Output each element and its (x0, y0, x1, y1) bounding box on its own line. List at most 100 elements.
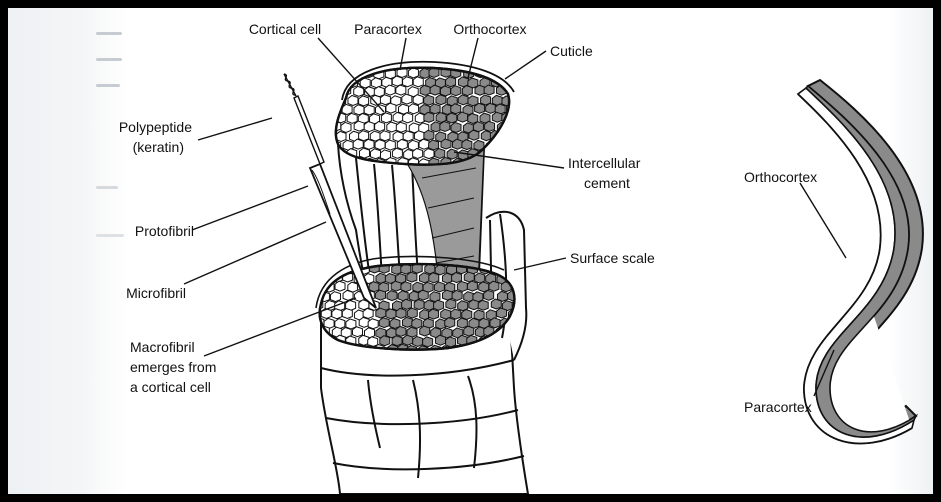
cortical-cell (371, 149, 381, 159)
cortical-cell (402, 94, 412, 104)
cortical-cell (368, 319, 378, 329)
cortical-cell (363, 308, 373, 318)
cortical-cell (501, 60, 511, 70)
label-paracortex: Paracortex (354, 21, 422, 37)
cortical-cell (385, 140, 395, 150)
label-a-cortical-cell: a cortical cell (130, 379, 211, 395)
cortical-cell (387, 291, 397, 301)
cortical-cell (501, 149, 511, 159)
cortical-cell (423, 337, 433, 347)
cortical-cell (354, 121, 364, 131)
cortical-cell (358, 60, 368, 70)
figure-canvas: Cortical cell Paracortex Orthocortex Cut… (8, 8, 933, 494)
cortical-cell (473, 122, 483, 132)
cortical-cell (462, 140, 472, 150)
cortical-cell (309, 274, 319, 284)
cortical-cell (325, 76, 335, 86)
cortical-cell (331, 67, 341, 77)
cortical-cell (380, 131, 390, 141)
cortical-cell (413, 77, 423, 87)
wool-fibre-diagram: Cortical cell Paracortex Orthocortex Cut… (8, 8, 933, 494)
cortical-cell (347, 113, 357, 123)
cortical-cell (381, 113, 391, 123)
cortical-cell (451, 104, 461, 114)
cortical-cell (492, 95, 502, 105)
cortical-cell (435, 335, 445, 345)
cortical-cell (424, 112, 434, 122)
cortical-cell (418, 290, 428, 300)
cortical-cell (380, 95, 390, 105)
cortical-cell (325, 131, 335, 141)
cortical-cell (310, 255, 320, 265)
cortical-cell (489, 281, 499, 291)
cortical-cell (376, 308, 386, 318)
cortical-cell (429, 309, 439, 319)
cortical-cell (420, 85, 430, 95)
label-cortical-cell: Cortical cell (249, 21, 321, 37)
cortical-cell (376, 290, 386, 300)
cortical-cell (501, 131, 511, 141)
label-keratin: (keratin) (133, 139, 184, 155)
cortical-cell (451, 122, 461, 132)
cortical-cell (387, 122, 397, 132)
cortical-cell (391, 281, 401, 291)
cortical-cell (424, 149, 434, 159)
cortical-cell (424, 95, 434, 105)
cortical-cell (353, 139, 363, 149)
cortical-cell (478, 300, 488, 310)
cortical-cell (430, 85, 440, 95)
cortical-cell (326, 263, 336, 273)
cortical-cell (491, 299, 501, 309)
cortical-cell (396, 308, 406, 318)
cortical-cell (309, 346, 319, 356)
cortical-cell (308, 291, 318, 301)
label-polypeptide: Polypeptide (119, 119, 192, 135)
cortical-cell (409, 104, 419, 114)
cortical-cell (420, 68, 430, 78)
cortical-cell (429, 140, 439, 150)
cortical-cell (495, 139, 505, 149)
cortical-cell (467, 281, 477, 291)
cortical-cell (469, 130, 479, 140)
cortical-cell (475, 103, 485, 113)
cortical-cell (364, 139, 374, 149)
cortical-cell (341, 122, 351, 132)
cortical-cell (462, 86, 472, 96)
cortical-cell (321, 255, 331, 265)
cortical-cell (475, 85, 485, 95)
cortical-cell (376, 105, 386, 115)
cortical-cell (481, 131, 491, 141)
cortical-cell (332, 309, 342, 319)
label-emerges-from: emerges from (130, 359, 216, 375)
cortical-cell (440, 121, 450, 131)
cortical-cell (371, 78, 381, 88)
label-surface-scale: Surface scale (570, 250, 655, 266)
cortical-cell (446, 337, 456, 347)
cortical-cell (420, 326, 430, 336)
cortical-cell (464, 272, 474, 282)
cortical-cell (451, 309, 461, 319)
cortical-cell (435, 149, 445, 159)
cortical-cell (313, 264, 323, 274)
cortical-cell (392, 76, 402, 86)
cortical-cell (492, 59, 502, 69)
cortical-cell (502, 96, 512, 106)
cortical-cell (452, 290, 462, 300)
cortical-cell (436, 113, 446, 123)
cortical-cell (408, 68, 418, 78)
cortical-cell (308, 327, 318, 337)
cortical-cell (359, 131, 369, 141)
cortical-cell (330, 256, 340, 266)
cortical-cell (508, 122, 518, 132)
cortical-cell (332, 86, 342, 96)
cortical-cell (326, 59, 336, 69)
cortical-cell (447, 149, 457, 159)
cortical-cell (436, 95, 446, 105)
cortical-cell (419, 273, 429, 283)
cortical-cell (484, 85, 494, 95)
label-orthocortex: Orthocortex (453, 21, 526, 37)
cortical-cell (446, 299, 456, 309)
cortical-cell (407, 272, 417, 282)
cortical-cell (457, 318, 467, 328)
cortical-cell (393, 112, 403, 122)
